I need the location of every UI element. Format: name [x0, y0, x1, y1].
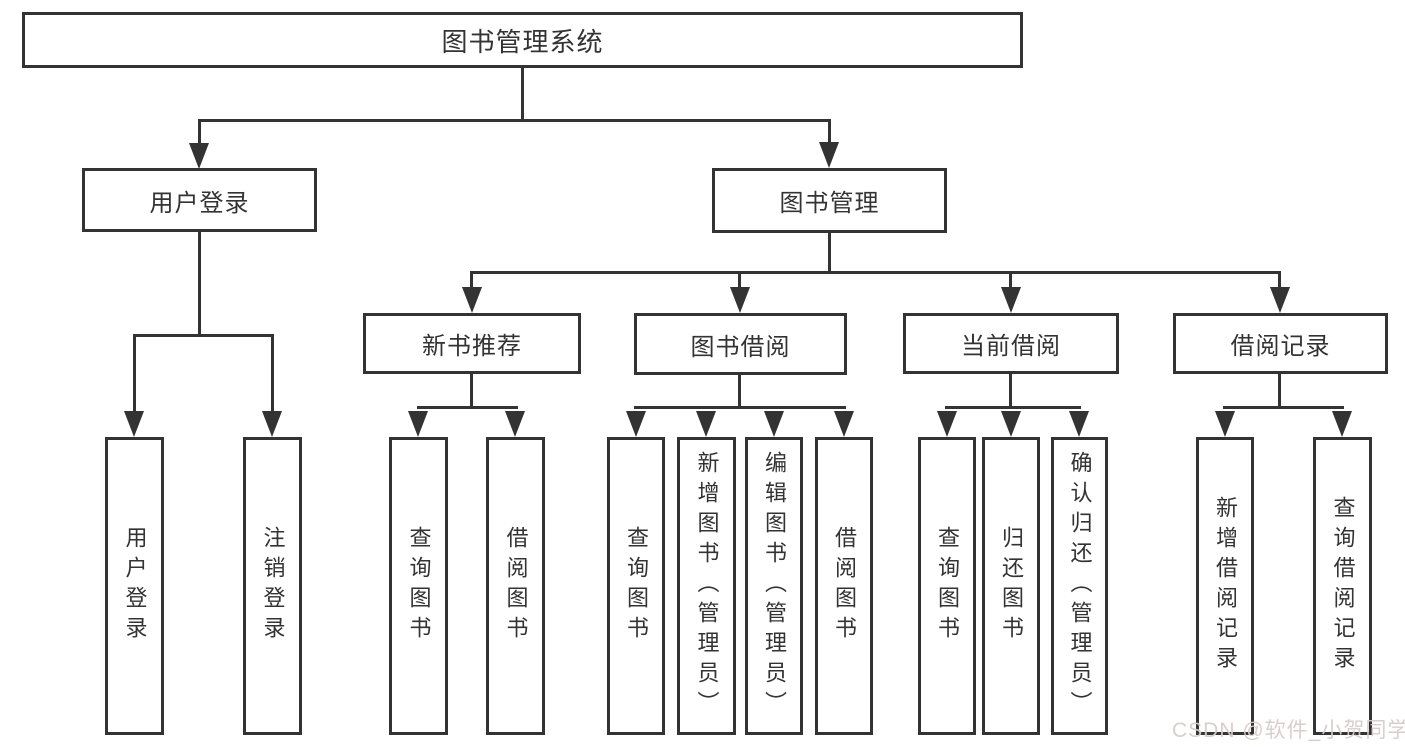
- connector-currentborrow-drop: [1009, 373, 1012, 408]
- node-root-library-system: 图书管理系统: [22, 12, 1023, 68]
- connector-borrowrecord-split: [1223, 406, 1344, 409]
- arrowhead-down-add-record: [1215, 411, 1235, 437]
- connector-stem-book-mgmt: [828, 119, 831, 147]
- connector-currentborrow-split: [945, 406, 1081, 409]
- connector-stem-login: [133, 334, 136, 414]
- arrowhead-down-bookborrow: [730, 287, 750, 313]
- node-borrow-record: 借阅记录: [1173, 313, 1388, 374]
- node-borrow-book-newbook: 借阅图书: [486, 437, 545, 735]
- connector-stem-newbook: [470, 271, 473, 291]
- arrowhead-down-query-book-3: [937, 411, 957, 437]
- node-label: 图书借阅: [690, 333, 791, 361]
- node-edit-book-admin: 编辑图书（管理员）: [745, 437, 803, 735]
- node-book-management: 图书管理: [712, 168, 947, 233]
- node-label: 新书推荐: [422, 333, 522, 360]
- connector-stem-borrowrecord: [1278, 271, 1281, 291]
- arrowhead-down-edit-book: [764, 411, 784, 437]
- node-label: 图书管理: [779, 190, 880, 217]
- connector-bookborrow-split: [634, 406, 846, 409]
- arrowhead-down-currentborrow: [1001, 287, 1021, 313]
- node-confirm-return-admin: 确认归还（管理员）: [1051, 437, 1108, 735]
- arrowhead-down-return-book: [1001, 411, 1021, 437]
- node-label: 新增图书（管理员）: [694, 451, 720, 721]
- connector-stem-bookborrow: [738, 271, 741, 291]
- arrowhead-down-query-book-2: [626, 411, 646, 437]
- node-query-book-current: 查询图书: [918, 437, 976, 735]
- arrowhead-down-borrow-book-2: [834, 411, 854, 437]
- connector-bookmgmt-split: [470, 271, 1281, 274]
- node-label: 编辑图书（管理员）: [762, 451, 787, 721]
- arrowhead-down-add-book: [696, 411, 716, 437]
- node-label: 查询借阅记录: [1330, 496, 1356, 676]
- node-user-login: 用户登录: [82, 168, 317, 232]
- node-label: 图书管理系统: [441, 26, 604, 57]
- connector-newbook-drop: [470, 374, 473, 408]
- connector-stem-currentborrow: [1009, 271, 1012, 291]
- node-label: 用户登录: [122, 526, 148, 646]
- connector-newbook-split: [417, 406, 518, 409]
- node-query-book-newbook: 查询图书: [389, 437, 448, 735]
- node-book-borrow: 图书借阅: [634, 313, 847, 375]
- node-user-login-action: 用户登录: [105, 437, 164, 735]
- arrowhead-down-book-mgmt: [819, 142, 839, 168]
- node-return-book: 归还图书: [982, 437, 1040, 735]
- node-label: 新增借阅记录: [1213, 496, 1238, 676]
- node-label: 借阅记录: [1230, 333, 1331, 360]
- connector-bookborrow-drop: [738, 375, 741, 408]
- connector-userlogin-drop: [198, 231, 201, 337]
- connector-stem-user-login: [198, 119, 201, 147]
- connector-bookmgmt-drop: [828, 233, 831, 274]
- node-label: 借阅图书: [832, 526, 857, 646]
- arrowhead-down-logout: [262, 411, 282, 437]
- connector-root-drop: [521, 66, 524, 121]
- arrowhead-down-query-book-1: [408, 411, 428, 437]
- arrowhead-down-newbook: [462, 287, 482, 313]
- arrowhead-down-borrowrecord: [1270, 287, 1290, 313]
- node-current-borrow: 当前借阅: [903, 313, 1119, 374]
- node-label: 注销登录: [260, 526, 286, 646]
- arrowhead-down-borrow-book-1: [505, 411, 525, 437]
- node-label: 确认归还（管理员）: [1067, 451, 1093, 721]
- connector-borrowrecord-drop: [1278, 374, 1281, 408]
- node-add-book-admin: 新增图书（管理员）: [677, 437, 736, 735]
- node-label: 用户登录: [149, 189, 250, 217]
- arrowhead-down-login: [124, 411, 144, 437]
- node-query-borrow-record: 查询借阅记录: [1313, 437, 1372, 735]
- node-borrow-book-action: 借阅图书: [815, 437, 873, 735]
- arrowhead-down-confirm-return: [1069, 411, 1089, 437]
- csdn-watermark: CSDN @软件_小贺同学: [1172, 719, 1405, 742]
- node-query-book-borrow: 查询图书: [607, 437, 665, 735]
- connector-root-split: [198, 119, 831, 122]
- node-label: 归还图书: [999, 526, 1024, 646]
- node-logout-action: 注销登录: [243, 437, 302, 735]
- node-label: 借阅图书: [503, 526, 529, 646]
- arrowhead-down-query-record: [1332, 411, 1352, 437]
- node-label: 当前借阅: [961, 333, 1061, 360]
- connector-stem-logout: [271, 334, 274, 414]
- connector-userlogin-split: [133, 334, 274, 337]
- node-label: 查询图书: [935, 526, 960, 646]
- node-new-book-recommend: 新书推荐: [363, 313, 581, 374]
- node-label: 查询图书: [624, 526, 649, 646]
- node-add-borrow-record: 新增借阅记录: [1196, 437, 1254, 735]
- node-label: 查询图书: [406, 526, 432, 646]
- arrowhead-down-user-login: [189, 143, 209, 169]
